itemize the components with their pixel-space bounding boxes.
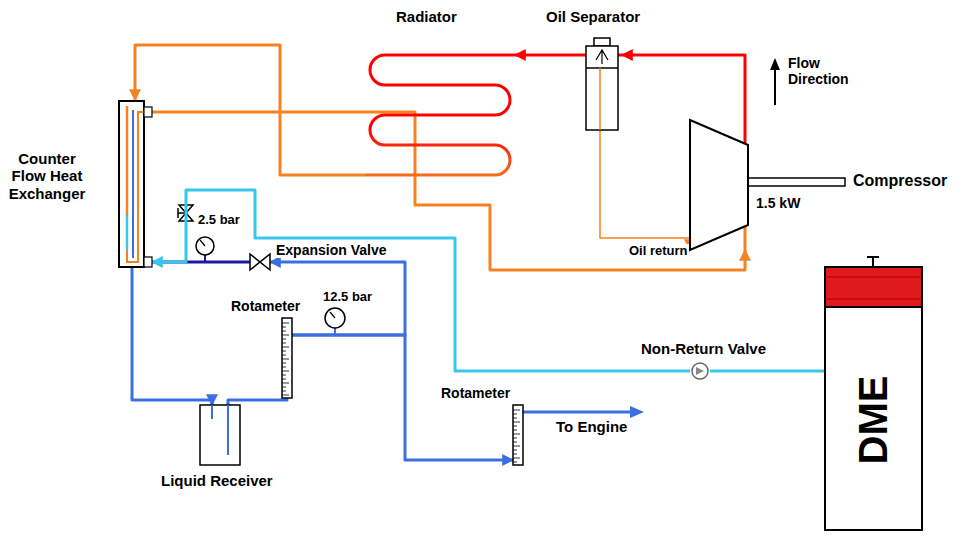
annotation-label: 2.5 bar xyxy=(197,213,241,228)
pipe-connector xyxy=(132,268,212,405)
tank-symbol xyxy=(825,257,922,530)
component-label: Rotameter xyxy=(440,385,511,401)
tank-node: DME xyxy=(825,255,922,530)
coil-node: Radiator xyxy=(365,45,515,185)
rota-shape xyxy=(513,405,523,465)
component-label: Expansion Valve xyxy=(275,242,388,258)
flow-arrow xyxy=(774,68,776,105)
component-label: DME xyxy=(850,375,896,466)
check-shape xyxy=(690,361,710,381)
engine-line xyxy=(523,406,644,418)
component-label: Compressor xyxy=(852,172,948,190)
pipe-connector xyxy=(135,45,365,175)
compressor-shaft xyxy=(748,178,845,186)
component-label: Counter Flow Heat Exchanger xyxy=(2,150,92,202)
pipe-connector xyxy=(600,130,690,250)
comp-node: Compressor1.5 kW xyxy=(690,120,748,250)
component-label: Non-Return Valve xyxy=(640,340,767,357)
rota-symbol xyxy=(282,318,292,398)
component-label: Oil Separator xyxy=(545,8,641,25)
rota-symbol xyxy=(513,405,523,465)
hx-node: Counter Flow Heat Exchanger xyxy=(118,100,152,268)
pipe-connector xyxy=(228,398,287,405)
comp-symbol xyxy=(690,120,748,250)
pipe-connector xyxy=(292,335,513,460)
annotation-label: 12.5 bar xyxy=(322,290,373,305)
hx-shape xyxy=(118,100,152,268)
sep-symbol xyxy=(582,38,622,130)
coil-shape xyxy=(365,45,515,185)
component-label: Rotameter xyxy=(230,298,301,314)
hx-symbol xyxy=(119,101,152,267)
pressure-gauge xyxy=(196,237,214,262)
pressure-gauge xyxy=(325,308,345,335)
sep-shape xyxy=(582,38,622,130)
pipe-connector xyxy=(622,55,745,120)
annotation-label: Flow Direction xyxy=(787,55,867,87)
receiver-symbol xyxy=(200,405,240,465)
pipe-connector xyxy=(515,54,582,57)
comp-shape xyxy=(690,120,748,250)
flow-arrowhead xyxy=(770,58,780,70)
pipe-connector xyxy=(710,370,825,373)
pipe-connector xyxy=(152,190,690,371)
check-node: Non-Return Valve xyxy=(690,361,710,381)
component-label: 1.5 kW xyxy=(755,195,801,211)
rota-shape xyxy=(282,318,292,398)
valve-node: Expansion Valve xyxy=(250,254,270,270)
check-symbol xyxy=(692,363,708,379)
valve-symbol xyxy=(250,254,270,270)
coil-symbol xyxy=(365,55,515,175)
sep-node: Oil Separator xyxy=(582,38,622,130)
annotation-label: Oil return xyxy=(628,244,689,259)
annotation-label: To Engine xyxy=(555,418,628,435)
valve-shape xyxy=(250,254,270,270)
component-label: Liquid Receiver xyxy=(160,472,274,489)
component-label: Radiator xyxy=(395,8,458,25)
receiver-shape xyxy=(200,405,240,465)
rota-node: Rotameter xyxy=(513,405,523,465)
rota-node: Rotameter xyxy=(282,318,292,398)
receiver-node: Liquid Receiver xyxy=(200,405,240,465)
